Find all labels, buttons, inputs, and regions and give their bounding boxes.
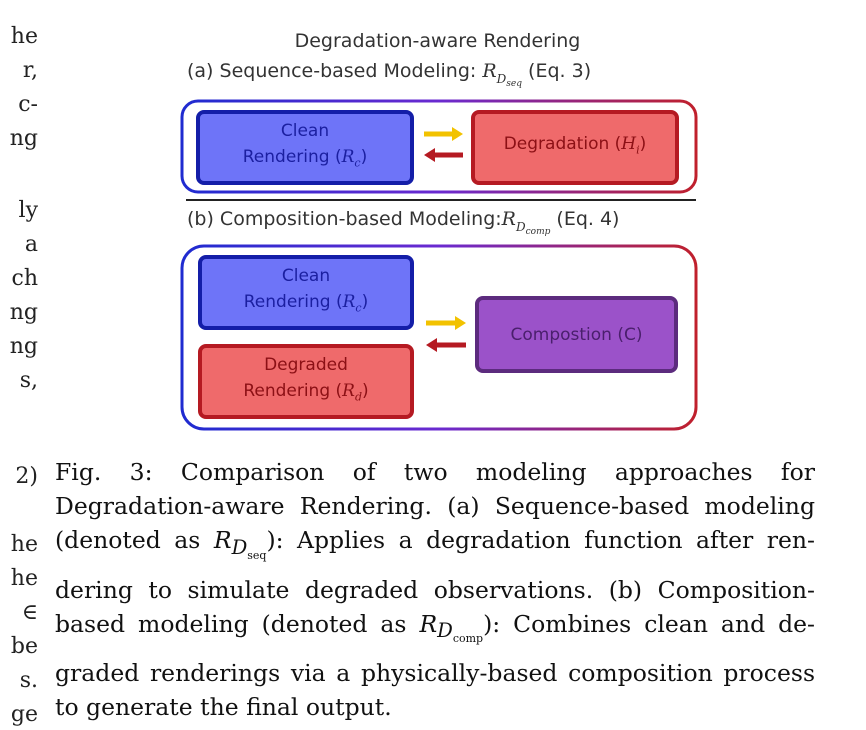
caption-line: dering to simulate degraded observations…	[55, 575, 815, 604]
margin-fragment: c-	[18, 92, 38, 117]
margin-fragment: ∈	[21, 600, 38, 625]
arrow-right-icon	[426, 316, 466, 330]
caption-line: to generate the final output.	[55, 693, 392, 722]
caption-line: Fig. 3: Comparison of two modeling appro…	[55, 458, 815, 486]
margin-fragment: ge	[10, 702, 38, 727]
section-a-label: (a) Sequence-based Modeling: RDseq (Eq. …	[187, 60, 592, 89]
margin-fragment: be	[10, 634, 38, 659]
section-b-frame	[180, 244, 698, 431]
arrow-left-icon	[426, 338, 466, 352]
margin-fragment: r,	[22, 58, 38, 83]
margin-fragment: he	[10, 24, 38, 49]
margin-fragment: ly	[18, 198, 38, 223]
section-b-label: (b) Composition-based Modeling:RDcomp (E…	[187, 208, 620, 237]
degradation-box: Degradation (Hi)	[471, 110, 679, 185]
arrow-right-icon	[424, 127, 463, 141]
clean-rendering-box: Clean Rendering (Rc)	[198, 255, 414, 330]
margin-fragment: s,	[19, 368, 38, 393]
clean-rendering-box: Clean Rendering (Rc)	[196, 110, 414, 185]
margin-fragment: ng	[9, 126, 38, 151]
margin-fragment: ch	[11, 266, 39, 291]
section-a-frame	[180, 99, 698, 194]
figure-3: Degradation-aware Rendering (a) Sequence…	[180, 30, 698, 431]
caption-line: based modeling (denoted as RDcomp): Comb…	[55, 609, 815, 646]
caption-line: graded renderings via a physically-based…	[55, 659, 815, 688]
margin-fragment: ng	[9, 300, 38, 325]
caption-line: (denoted as RDseq): Applies a degradatio…	[55, 526, 815, 562]
margin-fragment: he	[10, 566, 38, 591]
margin-fragment: a	[24, 232, 38, 257]
figure-frames	[180, 99, 698, 431]
margin-fragment: s.	[19, 668, 38, 693]
section-divider	[186, 199, 696, 201]
left-column-fragments: he r, c- ng ly a ch ng ng s, 2) he he ∈ …	[0, 0, 40, 727]
degraded-rendering-box: Degraded Rendering (Rd)	[198, 344, 414, 419]
margin-fragment: ng	[9, 334, 38, 359]
figure-caption: Fig. 3: Comparison of two modeling appro…	[55, 455, 815, 724]
composition-box: Compostion (C)	[475, 296, 678, 373]
caption-line: Degradation-aware Rendering. (a) Sequenc…	[55, 492, 815, 520]
figure-title: Degradation-aware Rendering	[294, 30, 581, 52]
arrow-left-icon	[424, 148, 463, 162]
margin-fragment: 2)	[15, 464, 38, 489]
margin-fragment: he	[10, 532, 38, 557]
